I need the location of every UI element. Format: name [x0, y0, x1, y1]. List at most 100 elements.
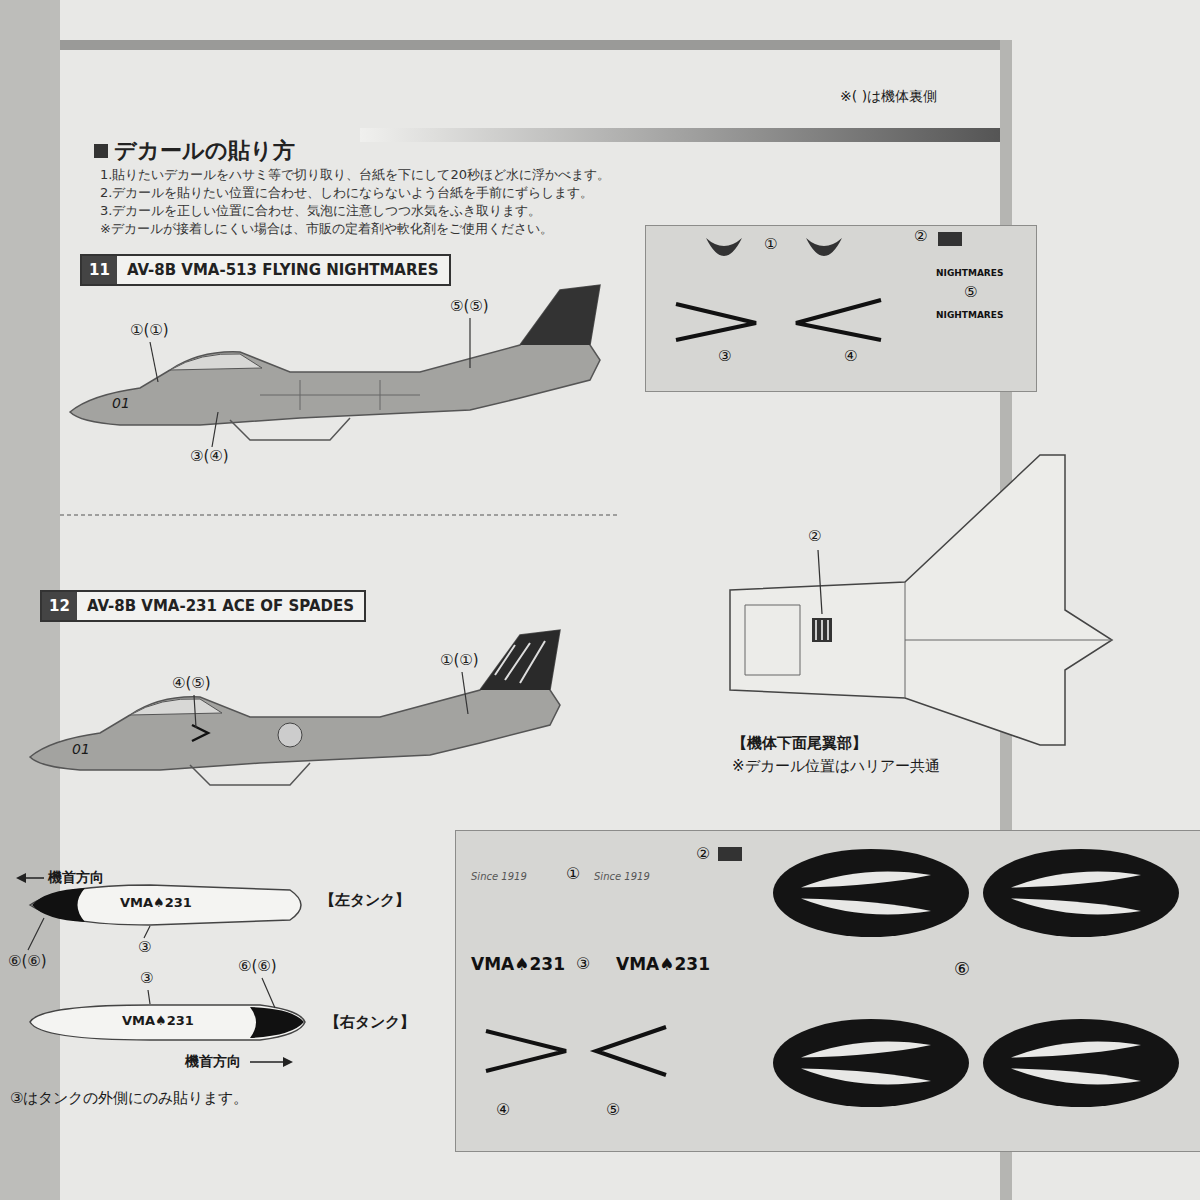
- callout-number: ②: [808, 528, 821, 545]
- flame-decal: [773, 849, 969, 937]
- drawing-part: [1011, 1068, 1141, 1084]
- heading-bar: [360, 128, 1000, 142]
- drawing-part: [30, 630, 560, 770]
- drawing-part: [28, 918, 150, 950]
- drawing-part: [30, 1005, 305, 1040]
- direction-label: 機首方向: [185, 1053, 241, 1069]
- instruction: ※デカールが接着しにくい場合は、市販の定着剤や軟化剤をご使用ください。: [100, 222, 553, 237]
- decal-text: VMA♠231: [471, 955, 565, 975]
- decal-sheet: Since 1919①Since 1919②VMA♠231③VMA♠231④⑤⑥: [455, 830, 1200, 1152]
- callout-number: ③: [138, 939, 151, 956]
- drawing-part: [30, 885, 301, 925]
- view-caption: 【機体下面尾翼部】: [732, 735, 867, 752]
- callout-number: ④(⑤): [172, 675, 211, 692]
- drawing-part: [801, 1042, 931, 1058]
- callout-number: ⑤: [606, 1101, 620, 1119]
- decal-text: Since 1919: [594, 871, 650, 883]
- drawing-part: [170, 354, 262, 370]
- stripe-decal: [938, 232, 962, 246]
- heading-square: [94, 144, 108, 158]
- scheme-name: AV-8B VMA-231 ACE OF SPADES: [77, 592, 364, 620]
- drawing-part: [801, 872, 931, 888]
- callout-number: ①: [566, 865, 580, 883]
- callout-number: ⑤: [964, 284, 977, 301]
- section-number: 12: [42, 592, 77, 620]
- drawing-part: [983, 1019, 1179, 1107]
- chevron-decal: [796, 300, 881, 340]
- chevron-decal: [486, 1031, 566, 1071]
- tank-name: 【右タンク】: [325, 1014, 415, 1031]
- drawing-part: [190, 763, 310, 785]
- drawing-part: [70, 285, 600, 425]
- callout-number: ①(①): [440, 652, 479, 669]
- drawing-part: [1011, 1042, 1141, 1058]
- drawing-part: [773, 1019, 969, 1107]
- eagle-decal: [706, 238, 742, 256]
- drawing-part: [278, 723, 302, 747]
- drawing-part: [150, 342, 158, 382]
- callout-number: ③: [576, 955, 590, 973]
- drawing-part: [250, 1007, 304, 1038]
- callout-number: ⑥(⑥): [8, 953, 47, 970]
- divider: [60, 515, 620, 516]
- drawing-part: [1011, 898, 1141, 914]
- callout-number: ⑥(⑥): [238, 958, 277, 975]
- drawing-part: [480, 630, 560, 690]
- drawing-part: [801, 898, 931, 914]
- drawing-part: [469, 318, 470, 368]
- note: ※デカール位置はハリアー共通: [732, 758, 940, 775]
- instruction: 3.デカールを正しい位置に合わせ、気泡に注意しつつ水気をふき取ります。: [100, 204, 541, 219]
- callout-number: ①: [764, 236, 777, 253]
- callout-number: ①(①): [130, 322, 169, 339]
- callout-number: ④: [844, 348, 857, 365]
- callout-number: ⑥: [954, 959, 970, 980]
- drop-tank: [16, 873, 305, 1067]
- drawing-part: [816, 620, 828, 640]
- section-number: 11: [82, 256, 117, 284]
- drawing-part: [260, 380, 420, 410]
- callout-number: ②: [696, 845, 710, 863]
- drawing-part: [801, 1068, 931, 1084]
- aircraft-number: 01: [112, 395, 130, 411]
- leader-line: [462, 672, 468, 714]
- decal-text: NIGHTMARES: [936, 268, 1003, 278]
- note: ③はタンクの外側にのみ貼ります。: [10, 1090, 248, 1107]
- aircraft-side-view: [30, 630, 560, 785]
- tank-text: VMA♠231: [120, 896, 192, 911]
- decal-text: VMA♠231: [616, 955, 710, 975]
- drawing-part: [16, 873, 26, 883]
- flame-decal: [983, 1019, 1179, 1107]
- section-heading: デカールの貼り方: [114, 136, 295, 166]
- callout-number: ②: [914, 228, 927, 245]
- section-header-box: 12AV-8B VMA-231 ACE OF SPADES: [40, 590, 366, 622]
- chevron-decal: [596, 1027, 666, 1075]
- chevron-decal: [676, 304, 756, 340]
- leader-line: [194, 695, 196, 728]
- drawing-part: [148, 978, 275, 1008]
- drawing-part: [283, 1057, 293, 1067]
- direction-label: 機首方向: [48, 869, 104, 885]
- drawing-part: [24, 877, 44, 879]
- drawing-part: [250, 1061, 285, 1063]
- instruction: 2.デカールを貼りたい位置に合わせ、しわにならないよう台紙を手前にずらします。: [100, 186, 593, 201]
- aircraft-number: 01: [72, 741, 90, 757]
- callout-number: ③: [718, 348, 731, 365]
- tank-text: VMA♠231: [122, 1014, 194, 1029]
- drawing-part: [230, 418, 350, 440]
- flame-decal: [773, 1019, 969, 1107]
- callout-number: ④: [496, 1101, 510, 1119]
- drawing-part: [130, 699, 222, 715]
- decal-artwork: [646, 226, 1036, 391]
- callout-number: ③(④): [190, 448, 229, 465]
- drawing-part: [730, 455, 1112, 745]
- flame-decal: [983, 849, 1179, 937]
- drawing-part: [812, 618, 832, 642]
- scheme-name: AV-8B VMA-513 FLYING NIGHTMARES: [117, 256, 449, 284]
- drawing-part: [983, 849, 1179, 937]
- instruction: 1.貼りたいデカールをハサミ等で切り取り、台紙を下にして20秒ほど水に浮かべます…: [100, 168, 610, 183]
- drawing-part: [495, 641, 545, 683]
- underside-tail-view: [730, 455, 1112, 745]
- page-border: [60, 40, 1005, 50]
